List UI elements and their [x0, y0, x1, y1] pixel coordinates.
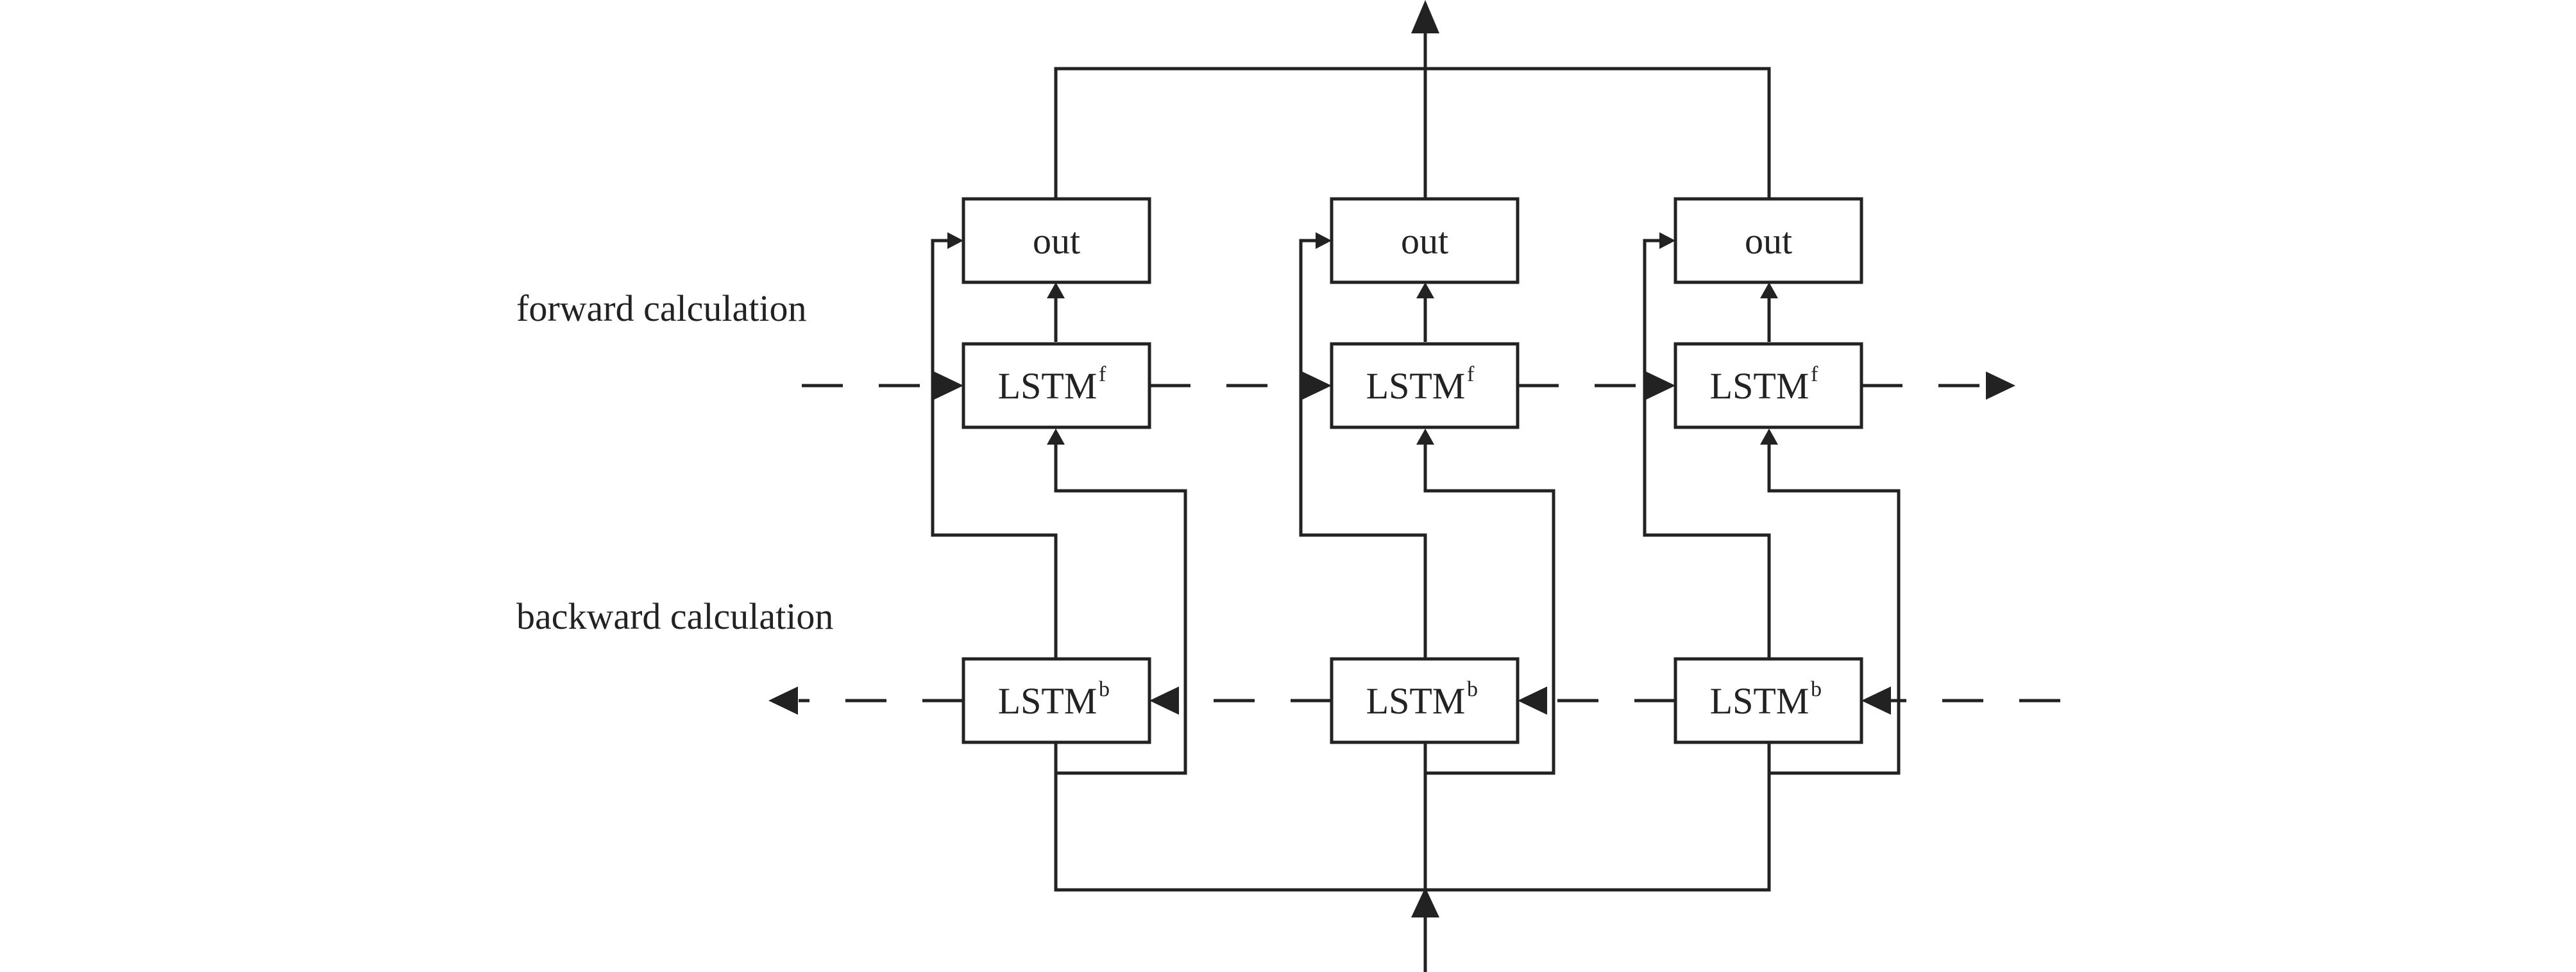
lstm-backward-label: LSTM	[1710, 680, 1809, 722]
lstm-forward-label: LSTM	[998, 365, 1097, 407]
lstm-forward-box	[1674, 342, 1863, 429]
lstm-forward-superscript: f	[1811, 362, 1818, 386]
lstm-backward-superscript: b	[1099, 678, 1110, 701]
lstm-backward-box	[1674, 657, 1863, 744]
input-bus	[1054, 741, 1771, 972]
lstm-forward-superscript: f	[1099, 362, 1106, 386]
lstm-backward-label: LSTM	[1366, 680, 1466, 722]
out-box	[962, 197, 1151, 284]
output-arrow	[1411, 0, 1439, 33]
lstm-forward-superscript: f	[1467, 362, 1475, 386]
out-label: out	[1401, 220, 1448, 262]
column-1: out LSTM f LSTM b	[931, 197, 1187, 775]
lstm-forward-label: LSTM	[1366, 365, 1466, 407]
lstm-backward-superscript: b	[1467, 678, 1478, 701]
backward-end-arrow	[768, 686, 798, 715]
lstm-backward-superscript: b	[1811, 678, 1822, 701]
backward-calculation-label: backward calculation	[516, 595, 833, 637]
column-3: out LSTM f LSTM b	[1643, 197, 1901, 775]
output-bus	[1054, 0, 1771, 199]
forward-end-arrow	[1986, 371, 2015, 400]
lstm-backward-box	[1330, 657, 1520, 744]
lstm-forward-label: LSTM	[1710, 365, 1809, 407]
column-2: out LSTM f LSTM b	[1299, 197, 1555, 775]
forward-calculation-label: forward calculation	[516, 287, 807, 329]
input-arrow	[1411, 887, 1439, 917]
lstm-forward-box	[962, 342, 1151, 429]
out-label: out	[1033, 220, 1080, 262]
lstm-backward-label: LSTM	[998, 680, 1097, 722]
out-box	[1674, 197, 1863, 284]
out-box	[1330, 197, 1520, 284]
forward-chain	[802, 371, 2015, 400]
lstm-forward-box	[1330, 342, 1520, 429]
backward-chain	[768, 686, 2060, 715]
lstm-backward-box	[962, 657, 1151, 744]
out-label: out	[1745, 220, 1792, 262]
